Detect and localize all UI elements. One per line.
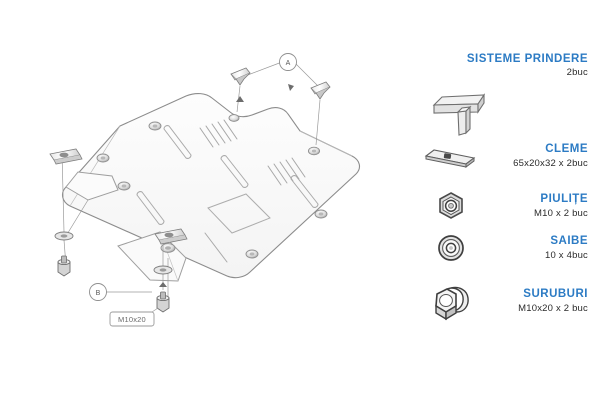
dimension-callout-box [109,311,155,327]
legend-item-cleme: CLEME 65x20x32 x 2buc [420,142,600,170]
exploded-clamp-mid [154,228,188,245]
legend-text-saibe: SAIBE 10 x 4buc [482,234,600,261]
skid-plate-illustration: A B [49,53,361,327]
callout-a: A [279,53,297,71]
washer-icon [420,232,482,264]
callout-a-circle [279,53,297,71]
assembly-drawing: A B [49,53,361,327]
legend-sub-suruburi: M10x20 x 2 buc [518,302,588,314]
plate-vent-slots-b [267,157,306,186]
legend-text-suruburi: SURUBURI M10x20 x 2 buc [482,287,600,314]
plate-rib-ends [136,125,319,225]
legend-sub-cleme: 65x20x32 x 2buc [513,157,588,169]
legend-sub-saibe: 10 x 4buc [545,249,588,261]
legend-item-sisteme-prindere: SISTEME PRINDERE 2buc [420,52,600,139]
exploded-bolt-bottom [156,291,170,313]
arrow-top-left [236,96,244,102]
legend-title-saibe: SAIBE [550,235,588,248]
arrow-top-right [288,84,294,91]
plate-fold-right [299,130,353,157]
legend-item-suruburi: SURUBURI M10x20 x 2 buc [420,278,600,324]
legend-sub-piulite: M10 x 2 buc [534,207,588,219]
legend-text-cleme: CLEME 65x20x32 x 2buc [482,142,600,169]
skid-plate-body [61,93,361,282]
callout-b-circle [89,283,107,301]
plate-left-ear [65,171,119,201]
callout-a-label: A [286,60,291,67]
legend-title-cleme: CLEME [545,143,588,156]
exploded-washer-bottom [153,265,173,275]
callout-b-label: B [96,290,101,297]
legend-text-piulite: PIULIȚE M10 x 2 buc [482,192,600,219]
plate-ribs [136,125,319,263]
legend-title-suruburi: SURUBURI [523,288,588,301]
dimension-callout-m10x20: M10x20 [109,307,159,327]
callout-b: B [89,283,107,301]
exploded-washer-left [54,231,74,241]
legend-title-sisteme-prindere: SISTEME PRINDERE [466,53,588,65]
plate-access-panel [207,193,271,234]
exploded-bolt-left [57,255,71,277]
legend-text-sisteme-prindere: SISTEME PRINDERE 2buc [420,52,600,79]
legend-title-piulite: PIULIȚE [540,193,588,206]
clamp-bar-icon [420,142,482,170]
dimension-callout-label: M10x20 [118,315,146,324]
hex-nut-icon [420,190,482,222]
t-bracket-icon [420,83,600,139]
arrow-bottom [159,282,167,287]
exploded-clamp-top-right [310,81,331,100]
legend-sub-sisteme-prindere: 2buc [566,67,588,79]
plate-mounting-holes [96,114,328,259]
exploded-clamp-top-left [230,67,251,86]
plate-vent-slots-a [199,119,238,148]
hex-bolt-icon [420,278,482,324]
legend-item-saibe: SAIBE 10 x 4buc [420,232,600,264]
parts-legend: SISTEME PRINDERE 2buc [420,0,600,400]
legend-item-piulite: PIULIȚE M10 x 2 buc [420,190,600,222]
exploded-clamp-left [49,148,83,165]
